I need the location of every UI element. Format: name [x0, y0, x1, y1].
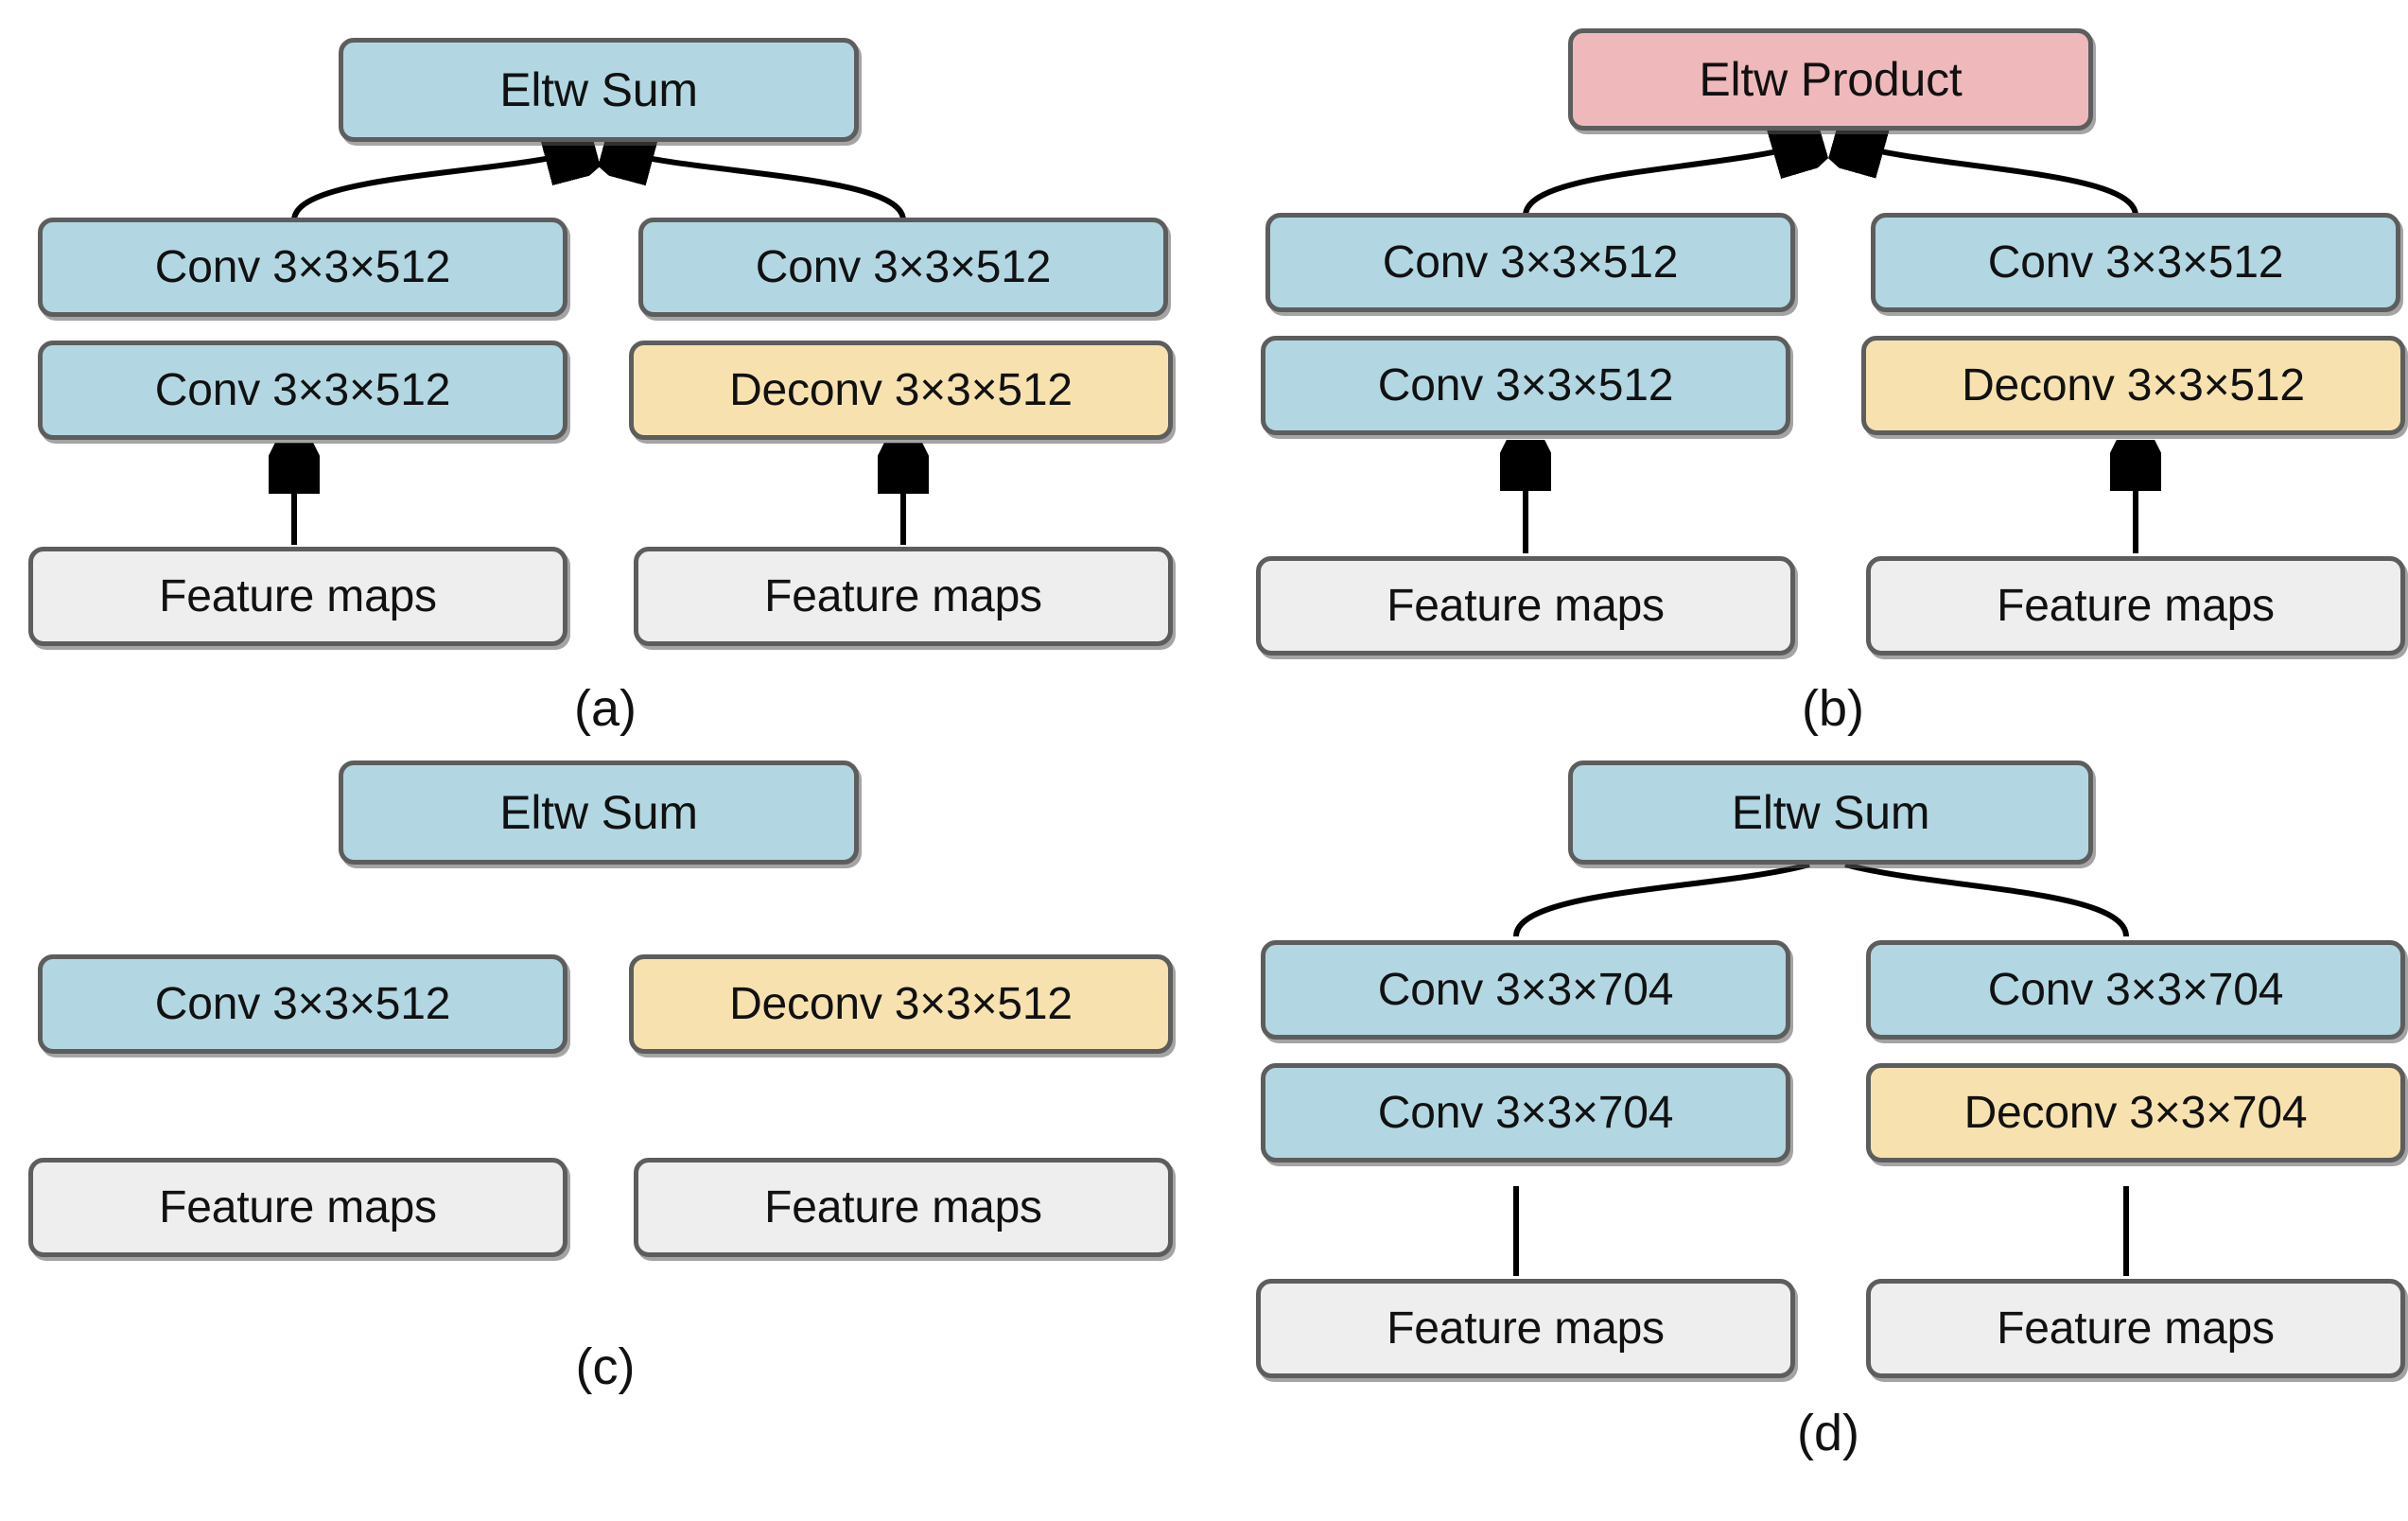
panel-c-left-lower-box[interactable]: Conv 3×3×512 — [38, 954, 567, 1054]
panel-b-caption: (b) — [1802, 680, 1864, 737]
panel-d-left-upper-label: Conv 3×3×704 — [1377, 964, 1674, 1015]
panel-a-left-upper-label: Conv 3×3×512 — [154, 241, 451, 292]
panel-a-left-lower-label: Conv 3×3×512 — [154, 364, 451, 415]
panel-c-right-source-box[interactable]: Feature maps — [634, 1158, 1173, 1257]
panel-b-left-lower-label: Conv 3×3×512 — [1377, 359, 1674, 411]
panel-d-left-lower-box[interactable]: Conv 3×3×704 — [1261, 1063, 1790, 1163]
panel-d-right-upper-label: Conv 3×3×704 — [1987, 964, 2284, 1015]
panel-d: Eltw Sum Conv 3×3×704 Conv 3×3×704 Featu… — [1204, 760, 2408, 1521]
panel-d-left-lower-label: Conv 3×3×704 — [1377, 1087, 1674, 1138]
panel-a-right-lower-label: Deconv 3×3×512 — [729, 364, 1073, 415]
panel-d-right-lower-label: Deconv 3×3×704 — [1963, 1087, 2308, 1138]
panel-d-caption: (d) — [1797, 1405, 1859, 1461]
panel-c-left-source-label: Feature maps — [159, 1181, 437, 1233]
panel-d-left-source-label: Feature maps — [1387, 1302, 1665, 1354]
panel-d-right-source-box[interactable]: Feature maps — [1866, 1279, 2405, 1378]
panel-a-left-source-box[interactable]: Feature maps — [28, 547, 567, 646]
panel-b-right-lower-label: Deconv 3×3×512 — [1962, 359, 2305, 411]
panel-c-connectors — [0, 760, 1204, 1521]
panel-d-left-upper-box[interactable]: Conv 3×3×704 — [1261, 940, 1790, 1040]
panel-c-left-source-box[interactable]: Feature maps — [28, 1158, 567, 1257]
panel-b-right-source-label: Feature maps — [1997, 580, 2275, 631]
panel-a-op-box[interactable]: Eltw Sum — [339, 38, 859, 142]
panel-c-caption: (c) — [575, 1338, 636, 1395]
panel-a-right-source-box[interactable]: Feature maps — [634, 547, 1173, 646]
panel-d-right-source-label: Feature maps — [1997, 1302, 2275, 1354]
panel-d-left-source-box[interactable]: Feature maps — [1256, 1279, 1795, 1378]
panel-b-op-label: Eltw Product — [1699, 53, 1963, 106]
panel-c: Eltw Sum Conv 3×3×512 Feature maps Decon… — [0, 760, 1204, 1521]
panel-b-left-source-label: Feature maps — [1387, 580, 1665, 631]
panel-b-op-box[interactable]: Eltw Product — [1568, 28, 2093, 131]
panel-b-left-upper-box[interactable]: Conv 3×3×512 — [1265, 213, 1795, 312]
panel-a-right-upper-box[interactable]: Conv 3×3×512 — [638, 218, 1168, 317]
panel-b-right-source-box[interactable]: Feature maps — [1866, 556, 2405, 656]
panel-a-right-source-label: Feature maps — [764, 570, 1042, 621]
panel-c-right-lower-label: Deconv 3×3×512 — [729, 978, 1073, 1029]
panel-c-right-lower-box[interactable]: Deconv 3×3×512 — [629, 954, 1173, 1054]
panel-d-right-lower-box[interactable]: Deconv 3×3×704 — [1866, 1063, 2405, 1163]
panel-b-right-upper-label: Conv 3×3×512 — [1987, 236, 2284, 288]
panel-c-left-lower-label: Conv 3×3×512 — [154, 978, 451, 1029]
panel-d-right-upper-box[interactable]: Conv 3×3×704 — [1866, 940, 2405, 1040]
panel-b-left-lower-box[interactable]: Conv 3×3×512 — [1261, 336, 1790, 435]
panel-d-op-label: Eltw Sum — [1731, 786, 1930, 839]
panel-d-op-box[interactable]: Eltw Sum — [1568, 760, 2093, 865]
panel-a-caption: (a) — [574, 680, 637, 737]
panel-c-right-source-label: Feature maps — [764, 1181, 1042, 1233]
panel-b-right-upper-box[interactable]: Conv 3×3×512 — [1871, 213, 2400, 312]
panel-a-left-upper-box[interactable]: Conv 3×3×512 — [38, 218, 567, 317]
panel-c-op-box[interactable]: Eltw Sum — [339, 760, 859, 865]
panel-c-op-label: Eltw Sum — [499, 786, 698, 839]
panel-b-left-upper-label: Conv 3×3×512 — [1382, 236, 1679, 288]
panel-a-right-upper-label: Conv 3×3×512 — [755, 241, 1052, 292]
panel-a: Eltw Sum Conv 3×3×512 Conv 3×3×512 Featu… — [0, 0, 1204, 760]
panel-b-left-source-box[interactable]: Feature maps — [1256, 556, 1795, 656]
panel-b-right-lower-box[interactable]: Deconv 3×3×512 — [1861, 336, 2405, 435]
panel-b: Eltw Product Conv 3×3×512 Conv 3×3×512 F… — [1204, 0, 2408, 760]
panel-a-left-source-label: Feature maps — [159, 570, 437, 621]
panel-a-right-lower-box[interactable]: Deconv 3×3×512 — [629, 341, 1173, 440]
panel-a-op-label: Eltw Sum — [499, 63, 698, 116]
panel-a-left-lower-box[interactable]: Conv 3×3×512 — [38, 341, 567, 440]
